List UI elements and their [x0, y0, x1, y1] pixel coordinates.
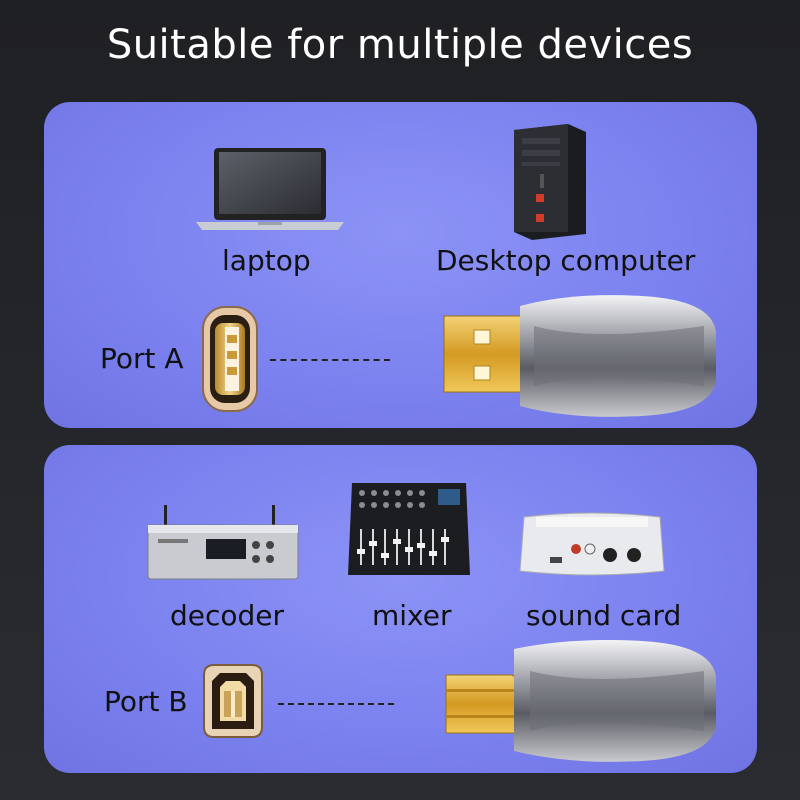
device-label-sound-card: sound card: [526, 599, 682, 632]
mixer-icon: [348, 483, 470, 575]
page-title: Suitable for multiple devices: [106, 22, 694, 68]
desktop-computer-icon: [514, 124, 586, 240]
laptop-icon: [196, 148, 344, 230]
port-b-label: Port B: [104, 685, 188, 718]
usb-b-port-icon: [203, 664, 263, 738]
usb-b-plug-icon: [445, 640, 716, 762]
port-b-panel: decoder mixer sound card: [44, 445, 757, 773]
device-label-laptop: laptop: [222, 244, 311, 277]
usb-a-plug-icon: [443, 295, 716, 417]
sound-card-icon: [519, 512, 665, 576]
port-a-label: Port A: [100, 342, 184, 375]
connection-dash-b: [278, 703, 394, 705]
device-label-mixer: mixer: [372, 599, 452, 632]
device-label-desktop-computer: Desktop computer: [436, 244, 696, 277]
device-label-decoder: decoder: [170, 599, 285, 632]
usb-a-port-icon: [202, 306, 258, 412]
decoder-icon: [147, 505, 299, 580]
port-a-panel: laptop Desktop computer Port A: [44, 102, 757, 428]
connection-dash-a: [270, 359, 390, 361]
